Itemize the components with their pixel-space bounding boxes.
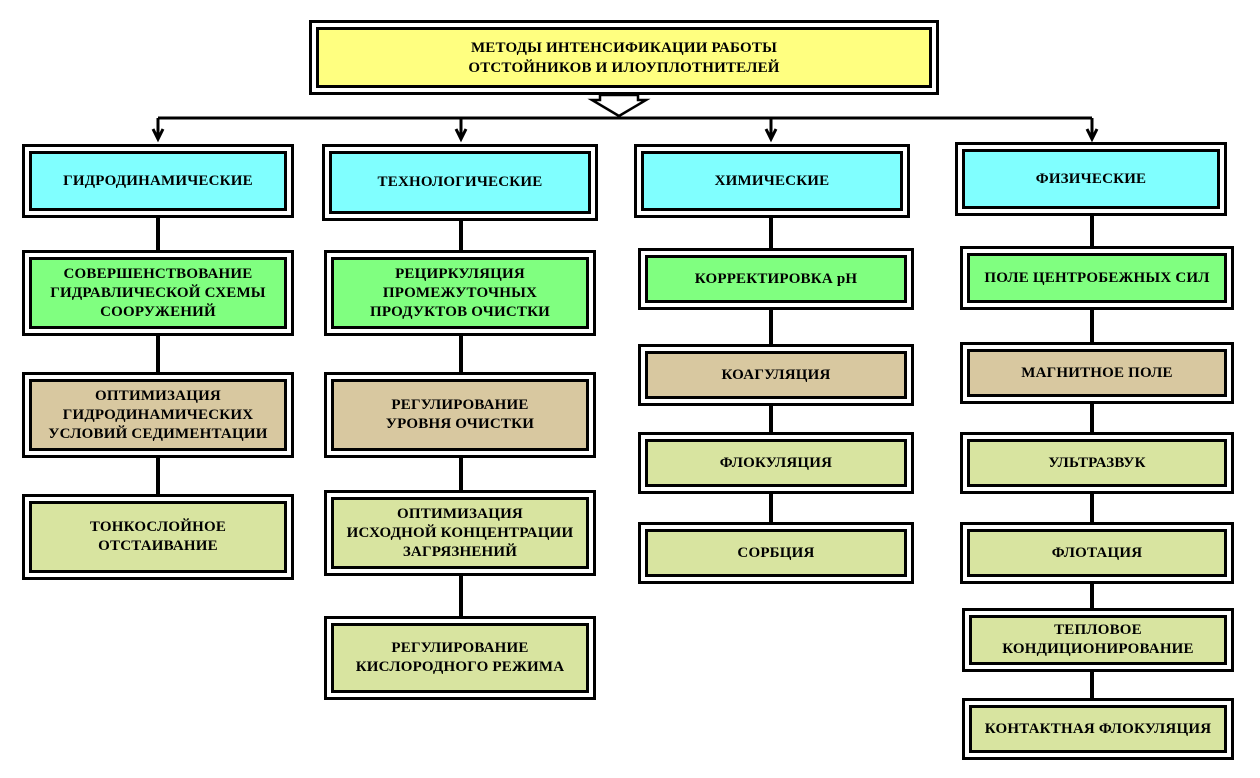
column-lines xyxy=(156,214,1094,700)
category-box-hydrodynamic: ГИДРОДИНАМИЧЕСКИЕ xyxy=(22,144,294,218)
method-box: ПОЛЕ ЦЕНТРОБЕЖНЫХ СИЛ xyxy=(960,246,1234,310)
method-box: РЕГУЛИРОВАНИЕ КИСЛОРОДНОГО РЕЖИМА xyxy=(324,616,596,700)
method-label: ОПТИМИЗАЦИЯ ИСХОДНОЙ КОНЦЕНТРАЦИИ ЗАГРЯЗ… xyxy=(331,497,589,569)
title-down-arrow xyxy=(587,93,651,118)
method-box: СОВЕРШЕНСТВОВАНИЕ ГИДРАВЛИЧЕСКОЙ СХЕМЫ С… xyxy=(22,250,294,336)
method-box: ФЛОТАЦИЯ xyxy=(960,522,1234,584)
method-box: УЛЬТРАЗВУК xyxy=(960,432,1234,494)
method-label: ТЕПЛОВОЕ КОНДИЦИОНИРОВАНИЕ xyxy=(969,615,1227,665)
category-label: ГИДРОДИНАМИЧЕСКИЕ xyxy=(29,151,287,211)
category-label: ХИМИЧЕСКИЕ xyxy=(641,151,903,211)
category-label: ТЕХНОЛОГИЧЕСКИЕ xyxy=(329,151,591,214)
diagram-title: МЕТОДЫ ИНТЕНСИФИКАЦИИ РАБОТЫ ОТСТОЙНИКОВ… xyxy=(316,27,932,88)
method-box: РЕЦИРКУЛЯЦИЯ ПРОМЕЖУТОЧНЫХ ПРОДУКТОВ ОЧИ… xyxy=(324,250,596,336)
method-box: КОАГУЛЯЦИЯ xyxy=(638,344,914,406)
method-label: МАГНИТНОЕ ПОЛЕ xyxy=(967,349,1227,397)
method-label: ФЛОКУЛЯЦИЯ xyxy=(645,439,907,487)
method-label: КОНТАКТНАЯ ФЛОКУЛЯЦИЯ xyxy=(969,705,1227,753)
method-label: ФЛОТАЦИЯ xyxy=(967,529,1227,577)
diagram-title-box: МЕТОДЫ ИНТЕНСИФИКАЦИИ РАБОТЫ ОТСТОЙНИКОВ… xyxy=(309,20,939,95)
method-box: РЕГУЛИРОВАНИЕ УРОВНЯ ОЧИСТКИ xyxy=(324,372,596,458)
method-label: СОРБЦИЯ xyxy=(645,529,907,577)
category-box-chemical: ХИМИЧЕСКИЕ xyxy=(634,144,910,218)
method-label: ПОЛЕ ЦЕНТРОБЕЖНЫХ СИЛ xyxy=(967,253,1227,303)
method-box: СОРБЦИЯ xyxy=(638,522,914,584)
method-box: КОНТАКТНАЯ ФЛОКУЛЯЦИЯ xyxy=(962,698,1234,760)
method-label: УЛЬТРАЗВУК xyxy=(967,439,1227,487)
method-label: РЕЦИРКУЛЯЦИЯ ПРОМЕЖУТОЧНЫХ ПРОДУКТОВ ОЧИ… xyxy=(331,257,589,329)
method-box: ОПТИМИЗАЦИЯ ГИДРОДИНАМИЧЕСКИХ УСЛОВИЙ СЕ… xyxy=(22,372,294,458)
method-box: МАГНИТНОЕ ПОЛЕ xyxy=(960,342,1234,404)
method-label: КОРРЕКТИРОВКА рН xyxy=(645,255,907,303)
method-box: ФЛОКУЛЯЦИЯ xyxy=(638,432,914,494)
method-box: ТОНКОСЛОЙНОЕ ОТСТАИВАНИЕ xyxy=(22,494,294,580)
method-box: ТЕПЛОВОЕ КОНДИЦИОНИРОВАНИЕ xyxy=(962,608,1234,672)
category-label: ФИЗИЧЕСКИЕ xyxy=(962,149,1220,209)
method-box: ОПТИМИЗАЦИЯ ИСХОДНОЙ КОНЦЕНТРАЦИИ ЗАГРЯЗ… xyxy=(324,490,596,576)
category-arrows xyxy=(151,118,1099,143)
method-label: СОВЕРШЕНСТВОВАНИЕ ГИДРАВЛИЧЕСКОЙ СХЕМЫ С… xyxy=(29,257,287,329)
method-label: ТОНКОСЛОЙНОЕ ОТСТАИВАНИЕ xyxy=(29,501,287,573)
method-label: РЕГУЛИРОВАНИЕ КИСЛОРОДНОГО РЕЖИМА xyxy=(331,623,589,693)
method-label: РЕГУЛИРОВАНИЕ УРОВНЯ ОЧИСТКИ xyxy=(331,379,589,451)
category-box-physical: ФИЗИЧЕСКИЕ xyxy=(955,142,1227,216)
method-label: КОАГУЛЯЦИЯ xyxy=(645,351,907,399)
method-label: ОПТИМИЗАЦИЯ ГИДРОДИНАМИЧЕСКИХ УСЛОВИЙ СЕ… xyxy=(29,379,287,451)
method-box: КОРРЕКТИРОВКА рН xyxy=(638,248,914,310)
category-box-technological: ТЕХНОЛОГИЧЕСКИЕ xyxy=(322,144,598,221)
